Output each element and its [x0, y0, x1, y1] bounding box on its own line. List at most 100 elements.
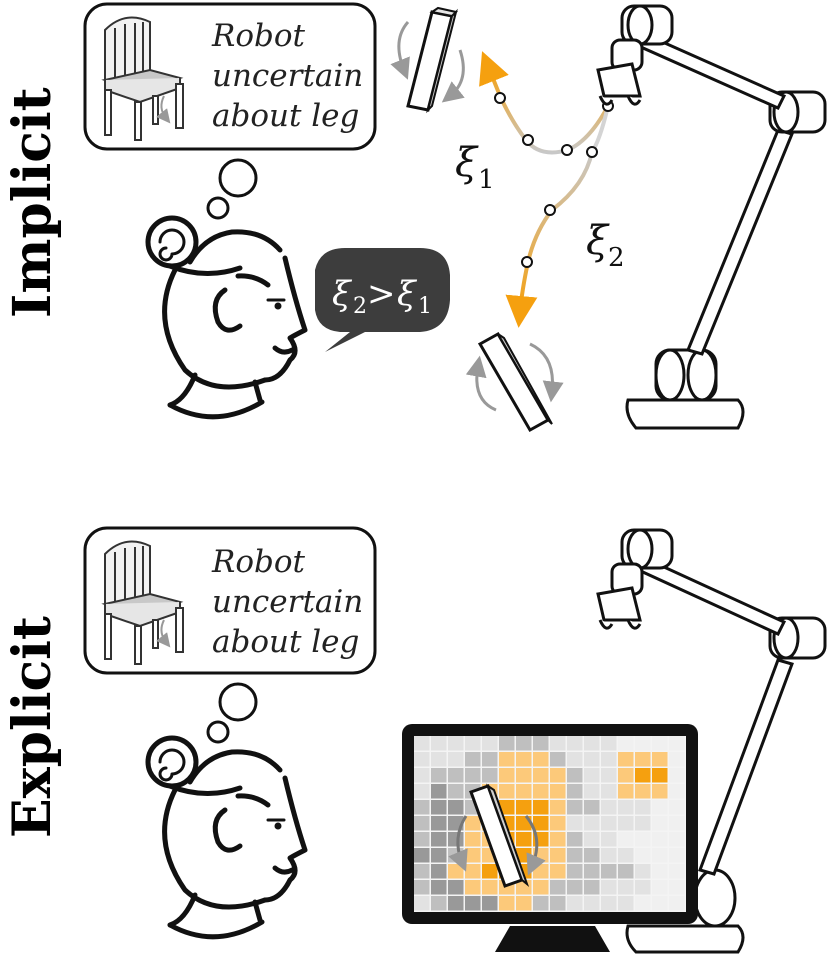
heatmap-cell [465, 848, 481, 863]
heatmap-cell [601, 800, 617, 815]
heatmap-cell [431, 832, 447, 847]
explicit-panel: Explicit Robot uncertain about leg [2, 526, 827, 954]
heatmap-cell [669, 752, 685, 767]
heatmap-cell [482, 768, 498, 783]
thought2-line-3: about leg [212, 624, 359, 660]
robot-arm-icon-2 [596, 528, 827, 954]
chair-icon [101, 16, 184, 141]
heatmap-cell [499, 752, 515, 767]
heatmap-cell [652, 896, 668, 911]
heatmap-cell [618, 848, 634, 863]
heatmap-cell [482, 736, 498, 751]
heatmap-cell [669, 768, 685, 783]
heatmap-cell [414, 816, 430, 831]
heatmap-cell [448, 832, 464, 847]
heatmap-cell [414, 784, 430, 799]
monitor-icon [402, 724, 698, 952]
xi-1-sub: 1 [478, 165, 495, 195]
heatmap-cell [431, 768, 447, 783]
thought-line-1: Robot [211, 18, 306, 54]
person-head-icon-2 [145, 735, 308, 940]
heatmap-cell [652, 800, 668, 815]
heatmap-cell [533, 784, 549, 799]
heatmap-cell [448, 896, 464, 911]
heatmap-cell [533, 864, 549, 879]
heatmap-cell [465, 864, 481, 879]
heatmap-cell [635, 864, 651, 879]
heatmap-cell [550, 752, 566, 767]
heatmap-cell [414, 880, 430, 895]
heatmap-cell [584, 848, 600, 863]
heatmap-cell [618, 880, 634, 895]
heatmap-cell [635, 848, 651, 863]
chair-leg-icon [156, 83, 184, 129]
heatmap-cell [448, 752, 464, 767]
heatmap-cell [635, 896, 651, 911]
heatmap-cell [601, 864, 617, 879]
speech-xi-a-sub: 2 [353, 294, 367, 319]
heatmap-cell [618, 800, 634, 815]
heatmap-cell [652, 848, 668, 863]
rotate-arrows-icon-lower [465, 342, 564, 412]
heatmap-cell [635, 752, 651, 767]
heatmap-cell [601, 880, 617, 895]
heatmap-cell [414, 800, 430, 815]
heatmap-cell [669, 800, 685, 815]
heatmap-cell [567, 800, 583, 815]
heatmap-cell [601, 832, 617, 847]
heatmap-cell [584, 896, 600, 911]
heatmap-cell [584, 752, 600, 767]
heatmap-cell [465, 768, 481, 783]
heatmap-cell [465, 896, 481, 911]
heatmap-cell [618, 736, 634, 751]
heatmap-cell [499, 800, 515, 815]
heatmap-cell [414, 832, 430, 847]
heatmap-cell [482, 880, 498, 895]
heatmap-cell [567, 848, 583, 863]
heatmap-cell [533, 800, 549, 815]
heatmap-cell [618, 832, 634, 847]
heatmap-cell [482, 864, 498, 879]
uncertainty-heatmap [414, 736, 685, 911]
heatmap-cell [584, 768, 600, 783]
xi-2-label: ξ [586, 218, 610, 264]
heatmap-cell [465, 880, 481, 895]
heatmap-cell [635, 800, 651, 815]
heatmap-cell [499, 768, 515, 783]
speech-xi-b-sub: 1 [418, 294, 432, 319]
heatmap-cell [550, 736, 566, 751]
heatmap-cell [499, 736, 515, 751]
heatmap-cell [669, 784, 685, 799]
heatmap-cell [652, 816, 668, 831]
implicit-label: Implicit [2, 87, 63, 318]
heatmap-cell [448, 800, 464, 815]
heatmap-cell [652, 784, 668, 799]
trajectory-xi-1 [479, 51, 614, 156]
chair-leg-icon-2 [156, 607, 184, 653]
heatmap-cell [516, 896, 532, 911]
heatmap-cell [431, 880, 447, 895]
heatmap-cell [601, 896, 617, 911]
person-head-icon [145, 215, 308, 420]
xi-1-label: ξ [455, 140, 479, 186]
heatmap-cell [584, 832, 600, 847]
heatmap-cell [618, 752, 634, 767]
heatmap-cell [448, 736, 464, 751]
heatmap-cell [618, 784, 634, 799]
heatmap-cell [414, 896, 430, 911]
heatmap-cell [414, 768, 430, 783]
heatmap-cell [516, 768, 532, 783]
heatmap-cell [635, 880, 651, 895]
heatmap-cell [414, 736, 430, 751]
heatmap-cell [550, 864, 566, 879]
heatmap-cell [652, 752, 668, 767]
heatmap-cell [431, 736, 447, 751]
heatmap-cell [550, 896, 566, 911]
heatmap-cell [618, 816, 634, 831]
heatmap-cell [550, 816, 566, 831]
heatmap-cell [601, 752, 617, 767]
heatmap-cell [635, 768, 651, 783]
heatmap-cell [431, 752, 447, 767]
heatmap-cell [516, 752, 532, 767]
